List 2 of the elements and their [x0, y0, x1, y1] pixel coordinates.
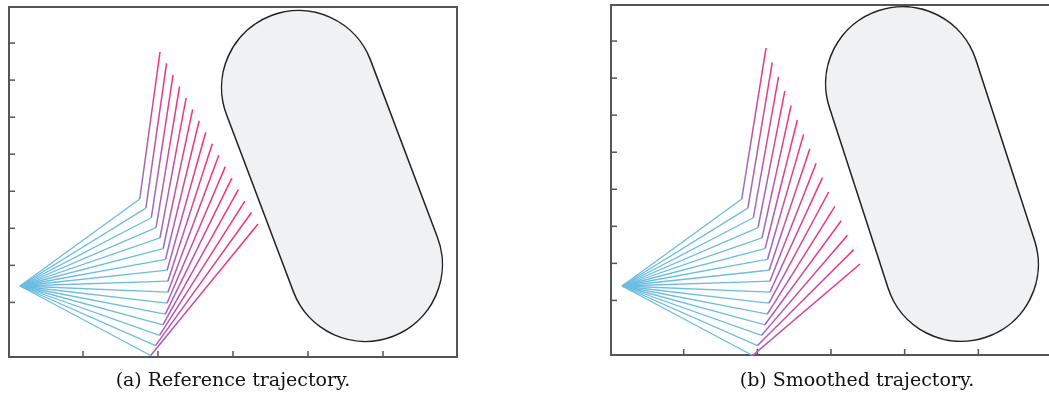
figure-caption: (a) Reference trajectory.: [115, 368, 351, 390]
figure-caption: (b) Smoothed trajectory.: [739, 368, 975, 390]
